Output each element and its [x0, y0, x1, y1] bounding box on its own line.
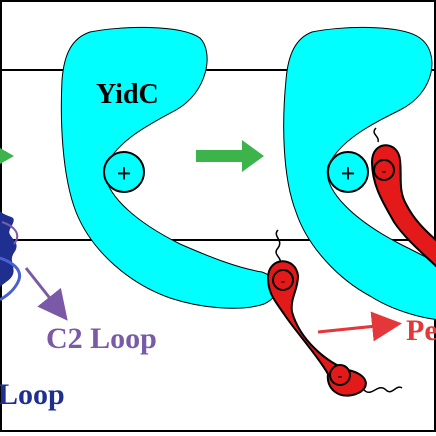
- substrate-right: -: [370, 127, 436, 268]
- plus-charge-right: +: [327, 151, 369, 193]
- substrate-tail-bottom: [363, 386, 403, 393]
- green-arrow-left-partial: [0, 148, 14, 164]
- pe-label-partial: Pe: [406, 314, 436, 347]
- c2-loop-label: C2 Loop: [46, 322, 157, 355]
- plus-charge-middle: +: [103, 151, 145, 193]
- plus-label-right: +: [341, 159, 356, 188]
- yidc-label: YidC: [96, 79, 159, 110]
- loop-label-partial: Loop: [0, 378, 65, 411]
- substrate-middle: - -: [266, 229, 403, 397]
- yidc-shape-right: [283, 26, 436, 320]
- c2-loop-arrow: [24, 267, 68, 321]
- minus-label-substrate-right: -: [382, 164, 387, 179]
- minus-label-substrate-top: -: [281, 274, 286, 289]
- protein-structure-left: [0, 211, 21, 302]
- green-arrow-middle: [196, 140, 264, 172]
- substrate-body: [266, 260, 367, 397]
- plus-label-middle: +: [117, 159, 132, 188]
- minus-label-substrate-bottom: -: [338, 369, 343, 384]
- substrate-tail-top: [275, 229, 281, 263]
- yidc-shape-middle: [60, 26, 277, 309]
- pe-arrow: [317, 311, 402, 342]
